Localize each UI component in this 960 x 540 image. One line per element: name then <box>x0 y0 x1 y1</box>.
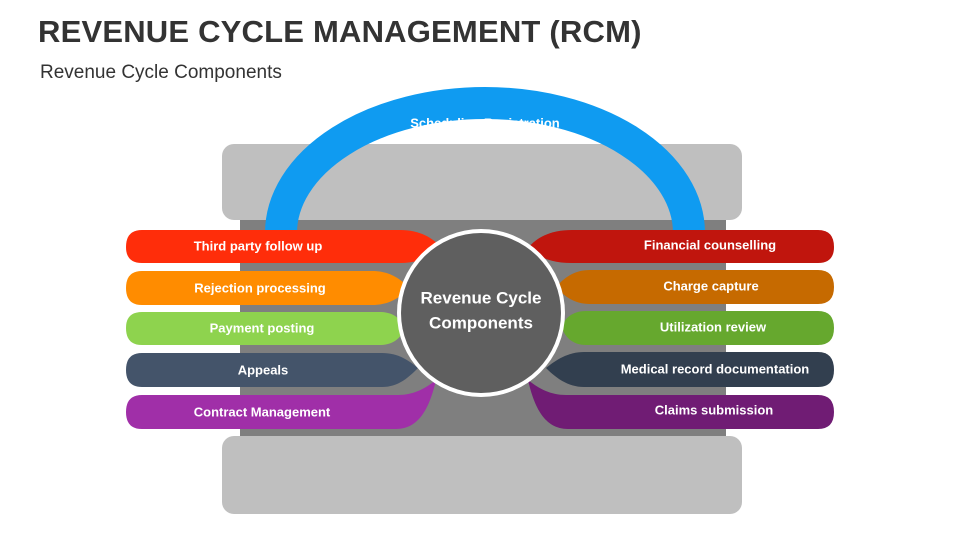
left-bar-label: Payment posting <box>210 320 315 335</box>
left-item: Contract Management <box>126 380 436 429</box>
scheduling-registration-arc <box>265 87 705 234</box>
center-label-line1: Revenue Cycle <box>421 288 542 307</box>
left-bar-shape <box>126 271 410 305</box>
right-bar-label: Financial counselling <box>644 237 776 252</box>
center-circle <box>401 233 561 393</box>
left-item: Appeals <box>126 353 418 387</box>
right-bar-label: Utilization review <box>660 319 767 334</box>
right-bar-shape <box>528 380 834 429</box>
left-bar-shape <box>126 353 418 387</box>
bottom-gray-panel <box>222 436 742 514</box>
right-item: Financial counselling <box>528 230 834 263</box>
top-gray-panel <box>222 144 742 220</box>
left-bar-shape <box>126 312 404 345</box>
left-bar-shape <box>126 230 440 263</box>
right-bar-shape <box>546 352 834 387</box>
right-item: Claims submission <box>528 380 834 429</box>
center-label-line2: Components <box>429 313 533 332</box>
right-item: Charge capture <box>556 270 834 304</box>
left-bar-label: Appeals <box>238 362 289 377</box>
right-bar-label: Claims submission <box>655 402 774 417</box>
right-bar-shape <box>556 270 834 304</box>
left-bar-label: Third party follow up <box>194 238 323 253</box>
right-bar-shape <box>528 230 834 263</box>
left-item: Rejection processing <box>126 271 410 305</box>
right-bar-shape <box>562 311 834 345</box>
page-title: REVENUE CYCLE MANAGEMENT (RCM) <box>38 14 642 49</box>
left-bar-label: Contract Management <box>194 404 331 419</box>
right-item: Utilization review <box>562 311 834 345</box>
right-item: Medical record documentation <box>546 352 834 387</box>
right-bar-label: Charge capture <box>663 278 758 293</box>
right-bar-label: Medical record documentation <box>621 361 810 376</box>
left-item: Payment posting <box>126 312 404 345</box>
arc-label: Scheduling Registration <box>410 115 560 130</box>
left-bar-label: Rejection processing <box>194 280 326 295</box>
left-bar-shape <box>126 380 436 429</box>
left-item: Third party follow up <box>126 230 440 263</box>
page-subtitle: Revenue Cycle Components <box>40 62 282 83</box>
